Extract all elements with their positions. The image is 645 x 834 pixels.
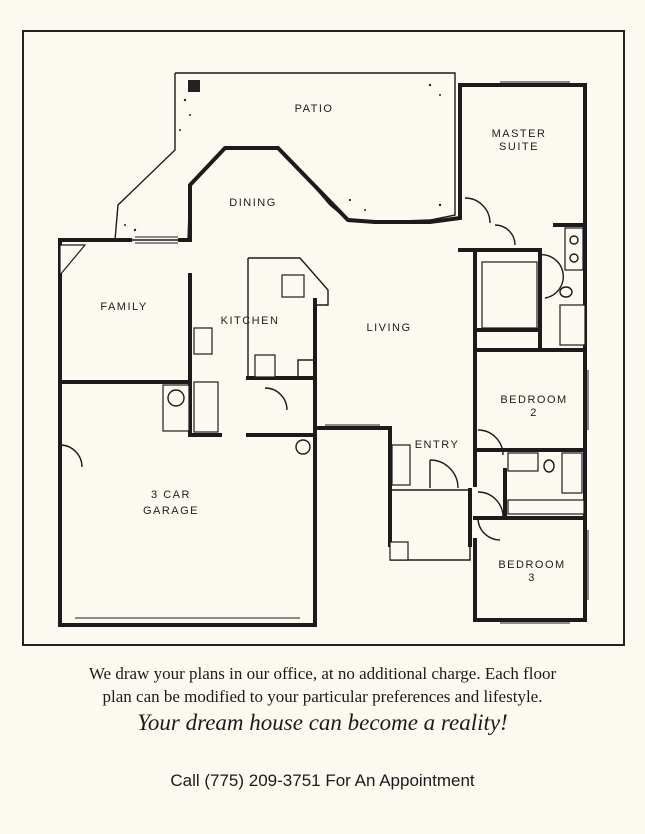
kitchen-counters	[162, 257, 329, 455]
label-master-1: MASTER	[492, 128, 547, 140]
label-living: LIVING	[366, 322, 411, 334]
label-garage-2: GARAGE	[143, 505, 199, 517]
label-kitchen: KITCHEN	[221, 315, 280, 327]
interior-walls	[58, 223, 587, 520]
label-patio: PATIO	[295, 103, 334, 115]
label-master-2: SUITE	[499, 141, 539, 153]
tagline: Your dream house can become a reality!	[137, 710, 508, 735]
call-to-action: Call (775) 209-3751 For An Appointment	[170, 771, 475, 790]
bath-fixtures	[481, 227, 586, 515]
room-labels: PATIO MASTER SUITE DINING FAMILY KITCHEN…	[100, 103, 567, 584]
door-swings	[59, 197, 564, 541]
windows	[75, 81, 589, 624]
label-entry: ENTRY	[415, 439, 460, 451]
exterior-walls	[58, 83, 587, 627]
description-line-1: We draw your plans in our office, at no …	[88, 664, 557, 683]
fireplace	[59, 244, 87, 277]
floor-plan-frame	[22, 30, 625, 646]
plan-description: We draw your plans in our office, at no …	[0, 662, 645, 708]
label-bedroom3-2: 3	[528, 572, 536, 584]
label-bedroom2-1: BEDROOM	[500, 394, 567, 406]
label-bedroom2-2: 2	[530, 407, 538, 419]
label-family: FAMILY	[100, 301, 147, 313]
label-dining: DINING	[229, 197, 277, 209]
description-line-2: plan can be modified to your particular …	[102, 687, 543, 706]
label-garage-1: 3 CAR	[151, 489, 191, 501]
label-bedroom3-1: BEDROOM	[498, 559, 565, 571]
entry-details	[389, 444, 471, 561]
